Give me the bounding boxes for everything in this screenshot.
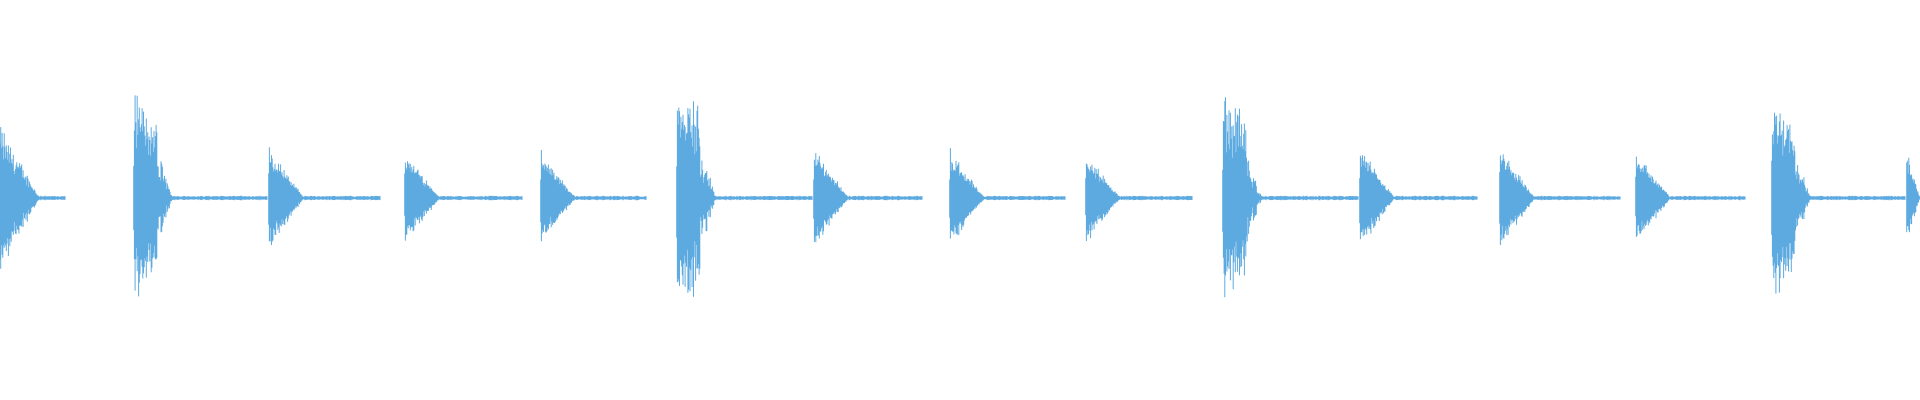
waveform-event-13 xyxy=(1635,156,1672,237)
waveform-baseline-segment xyxy=(575,195,647,201)
waveform-burst xyxy=(813,153,850,243)
waveform-event-7 xyxy=(813,153,850,243)
waveform-event-5 xyxy=(540,150,577,242)
waveform-event-1 xyxy=(0,127,41,269)
waveform-event-2 xyxy=(133,95,174,297)
waveform-baseline-segment xyxy=(1261,195,1359,201)
waveform-burst xyxy=(133,95,174,297)
waveform-baseline-segment xyxy=(1394,195,1478,201)
waveform-burst xyxy=(949,148,986,239)
waveform-baseline-segment xyxy=(984,195,1066,201)
waveform-burst xyxy=(268,147,305,245)
waveform-event-8 xyxy=(949,148,986,239)
waveform-baseline-segment xyxy=(1670,195,1746,201)
waveform-event-12 xyxy=(1499,154,1536,245)
waveform-baseline-segment xyxy=(39,195,66,201)
waveform-event-4 xyxy=(404,161,441,241)
waveform-event-6 xyxy=(676,101,717,297)
waveform-burst xyxy=(1222,97,1263,298)
waveform-baseline-segment xyxy=(848,195,923,201)
waveform-baseline-segment xyxy=(439,195,523,201)
waveform-event-3 xyxy=(268,147,305,245)
waveform-burst xyxy=(1635,156,1672,237)
waveform-event-10 xyxy=(1222,97,1263,298)
waveform-baseline-segment xyxy=(715,195,813,201)
waveform-baseline-segment xyxy=(303,195,381,201)
waveform-event-14 xyxy=(1771,112,1812,294)
waveform-burst xyxy=(1085,163,1122,241)
waveform-burst xyxy=(540,150,577,242)
waveform-burst xyxy=(1499,154,1536,245)
waveform-burst xyxy=(676,101,717,297)
waveform-baseline-segment xyxy=(1120,195,1193,201)
waveform-event-15 xyxy=(1906,157,1920,233)
waveform-baseline-segment xyxy=(172,195,268,201)
waveform-burst xyxy=(1906,157,1920,233)
waveform-baseline-segment xyxy=(1810,195,1906,201)
waveform-event-9 xyxy=(1085,163,1122,241)
waveform-burst xyxy=(0,127,41,269)
waveform-burst xyxy=(1771,112,1812,294)
waveform-burst xyxy=(1359,155,1396,240)
waveform-burst xyxy=(404,161,441,241)
waveform-baseline-segment xyxy=(1534,195,1621,201)
waveform-event-11 xyxy=(1359,155,1396,240)
